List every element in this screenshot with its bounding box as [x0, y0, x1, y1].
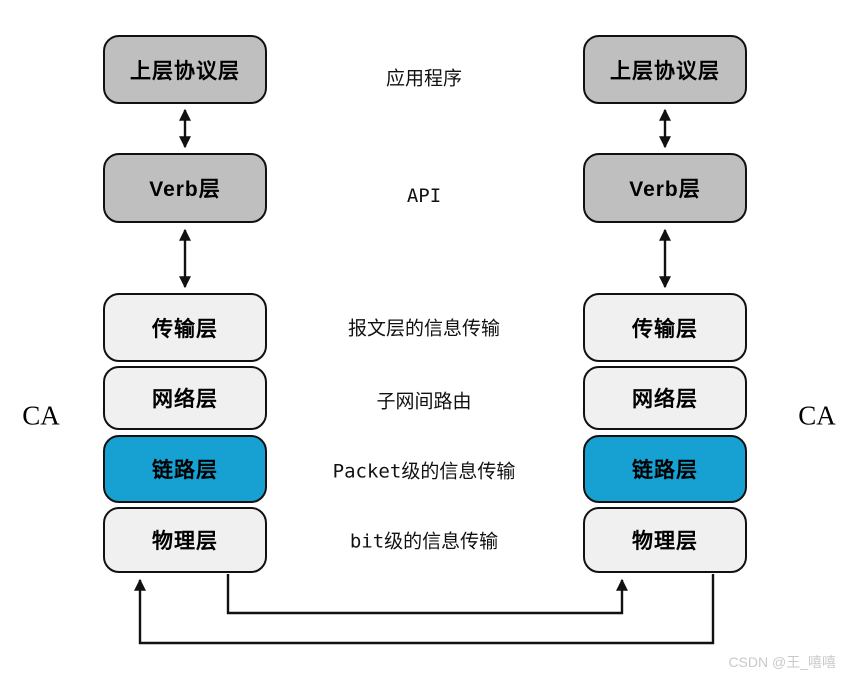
connector-right-to-left-physical [134, 574, 715, 645]
right-link-layer-box: 链路层 [583, 435, 747, 503]
left-network-layer-box: 网络层 [103, 366, 267, 430]
middle-label-api: API [406, 185, 442, 207]
right-upper-protocol-layer-box: 上层协议层 [583, 35, 747, 104]
connector-left-to-right-physical [226, 574, 628, 615]
left-transport-layer-box: 传输层 [103, 293, 267, 362]
left-upper-protocol-layer-box: 上层协议层 [103, 35, 267, 104]
right-physical-layer-box: 物理层 [583, 507, 747, 573]
middle-label-packet-transfer: Packet级的信息传输 [332, 460, 516, 483]
left-ca-label: CA [22, 400, 60, 431]
right-ca-label: CA [798, 400, 836, 431]
middle-label-subnet-routing: 子网间路由 [376, 390, 472, 413]
right-network-layer-box: 网络层 [583, 366, 747, 430]
left-link-layer-box: 链路层 [103, 435, 267, 503]
middle-label-message-transfer: 报文层的信息传输 [347, 317, 501, 340]
middle-label-bit-transfer: bit级的信息传输 [349, 530, 499, 553]
csdn-watermark: CSDN @王_嘻嘻 [728, 654, 836, 670]
left-verb-layer-box: Verb层 [103, 153, 267, 223]
left-physical-layer-box: 物理层 [103, 507, 267, 573]
right-transport-layer-box: 传输层 [583, 293, 747, 362]
middle-label-application: 应用程序 [385, 67, 463, 90]
right-verb-layer-box: Verb层 [583, 153, 747, 223]
